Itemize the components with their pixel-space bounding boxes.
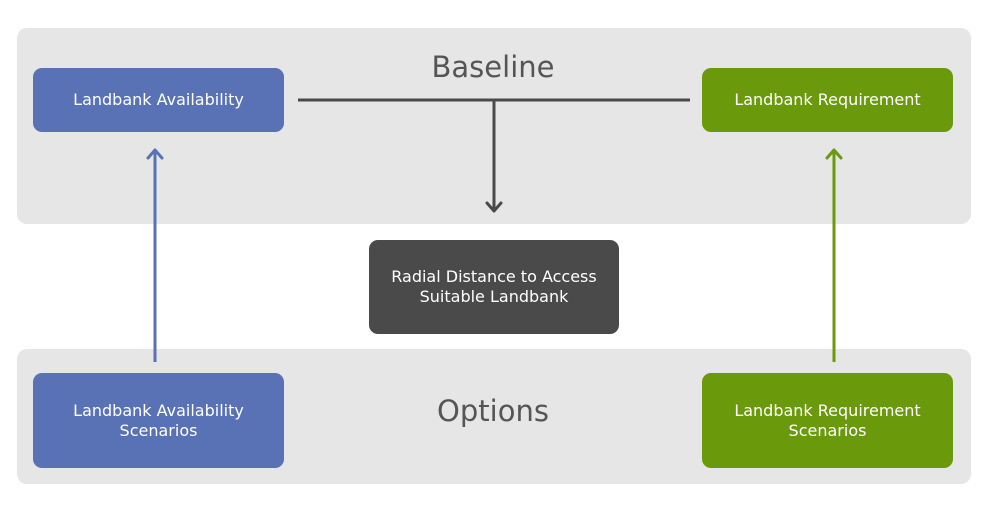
landbank-availability-label: Landbank Availability [73, 90, 244, 109]
landbank-availability-node: Landbank Availability [33, 68, 284, 132]
radial-distance-label: Radial Distance to Access Suitable Landb… [391, 267, 597, 306]
radial-distance-node: Radial Distance to Access Suitable Landb… [369, 240, 619, 334]
landbank-requirement-scenarios-label: Landbank Requirement Scenarios [734, 400, 921, 440]
down-arrow-head [485, 201, 503, 213]
landbank-availability-scenarios-label: Landbank Availability Scenarios [73, 400, 244, 440]
landbank-requirement-scenarios-node: Landbank Requirement Scenarios [702, 373, 953, 468]
landbank-requirement-label: Landbank Requirement [734, 90, 921, 109]
baseline-title: Baseline [431, 50, 555, 84]
availability-up-arrow-head [146, 148, 164, 160]
requirement-up-arrow-head [825, 148, 843, 160]
options-title: Options [437, 394, 549, 428]
landbank-availability-scenarios-node: Landbank Availability Scenarios [33, 373, 284, 468]
landbank-requirement-node: Landbank Requirement [702, 68, 953, 132]
